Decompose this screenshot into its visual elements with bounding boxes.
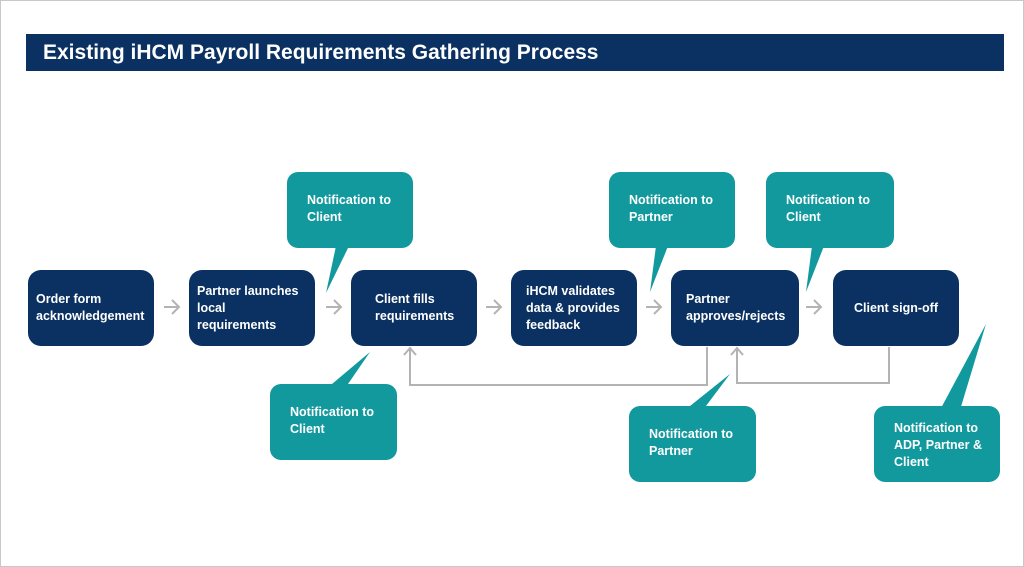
- step-label: Partner launches local requirements: [197, 283, 299, 332]
- callout-tail-5: [690, 374, 730, 406]
- loop-signoff-to-partner-approves: [730, 346, 890, 384]
- arrow-partner-approves-to-client-signoff: [806, 299, 823, 315]
- notification-callout: Notification to Partner: [609, 172, 735, 248]
- step-label: Order form acknowledgement: [36, 292, 145, 323]
- arrow-client-fills-to-ihcm-validates: [486, 299, 503, 315]
- loop-reject-to-client-fills: [403, 346, 708, 386]
- callout-tail-1: [326, 246, 349, 293]
- notification-callout: Notification to ADP, Partner & Client: [874, 406, 1000, 482]
- notification-callout: Notification to Client: [287, 172, 413, 248]
- notification-callout: Notification to Partner: [629, 406, 756, 482]
- step-label: iHCM validates data & provides feedback: [526, 283, 620, 332]
- arrow-partner-launch-to-client-fills: [326, 299, 343, 315]
- step-label: Client sign-off: [853, 300, 938, 315]
- callout-tail-6: [940, 324, 986, 410]
- step-client-fills: Client fills requirements: [351, 270, 477, 346]
- step-label: Partner approves/rejects: [686, 292, 786, 323]
- step-partner-approves: Partner approves/rejects: [671, 270, 799, 346]
- diagram-title: Existing iHCM Payroll Requirements Gathe…: [26, 34, 1004, 71]
- callout-tail-4: [806, 246, 824, 292]
- notification-callout: Notification to Client: [766, 172, 894, 248]
- step-order-form: Order form acknowledgement: [28, 270, 154, 346]
- step-label: Client fills requirements: [375, 292, 455, 323]
- step-ihcm-validates: iHCM validates data & provides feedback: [511, 270, 637, 346]
- arrow-ihcm-validates-to-partner-approves: [646, 299, 663, 315]
- callout-tail-3: [650, 246, 668, 292]
- step-client-signoff: Client sign-off: [833, 270, 959, 346]
- step-partner-launches: Partner launches local requirements: [189, 270, 315, 346]
- notification-callout: Notification to Client: [270, 384, 397, 460]
- arrow-order-to-partner-launch: [164, 299, 181, 315]
- callout-tail-2: [332, 352, 370, 384]
